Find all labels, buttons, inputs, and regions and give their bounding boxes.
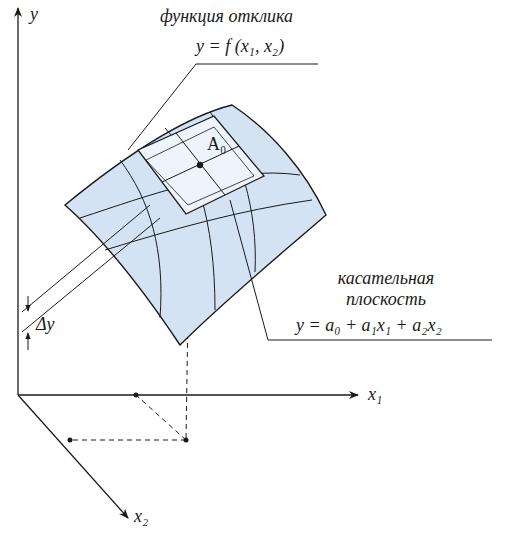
plane-caption: касательная плоскость (296, 268, 476, 309)
point-label: A₀ (207, 134, 226, 155)
axis-label: y (30, 4, 38, 25)
tangent-plane (138, 116, 264, 214)
projection-points (68, 393, 189, 443)
surface-equation: y = f (x₁, x₂) (196, 36, 284, 57)
x2-axis (18, 395, 128, 518)
surface-caption: функция отклика (160, 6, 293, 27)
y-axis (17, 8, 18, 395)
delta-label: Δy (36, 314, 55, 335)
axis-label: x₂ (134, 506, 148, 527)
axis-label: x₁ (368, 384, 382, 405)
response-surface (65, 105, 326, 345)
surface-grid (80, 112, 312, 318)
leader-lines (128, 64, 492, 340)
delta-y-marks (22, 205, 160, 350)
x1-axis (18, 394, 358, 395)
axes (18, 8, 358, 518)
plane-equation: y = a₀ + a₁x₁ + a₂x₂ (296, 315, 442, 336)
